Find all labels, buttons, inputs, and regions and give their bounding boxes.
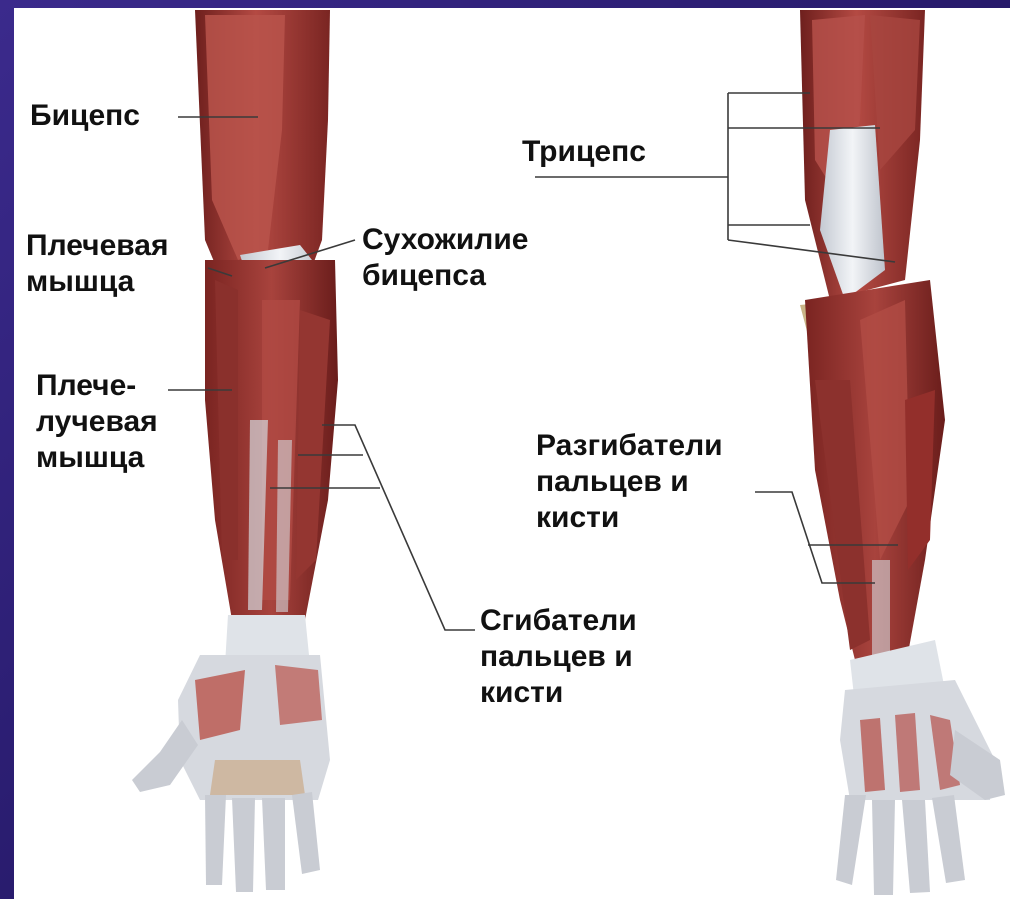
label-biceps-tendon: Сухожилие бицепса bbox=[362, 222, 528, 294]
label-extensors: Разгибатели пальцев и кисти bbox=[536, 428, 723, 536]
label-flexors: Сгибатели пальцев и кисти bbox=[480, 603, 637, 711]
label-brachioradialis: Плече- лучевая мышца bbox=[36, 368, 158, 476]
posterior-arm bbox=[800, 10, 1005, 895]
label-biceps: Бицепс bbox=[30, 98, 140, 134]
label-brachialis: Плечевая мышца bbox=[26, 228, 169, 300]
anterior-arm bbox=[132, 10, 338, 892]
label-triceps: Трицепс bbox=[522, 134, 646, 170]
